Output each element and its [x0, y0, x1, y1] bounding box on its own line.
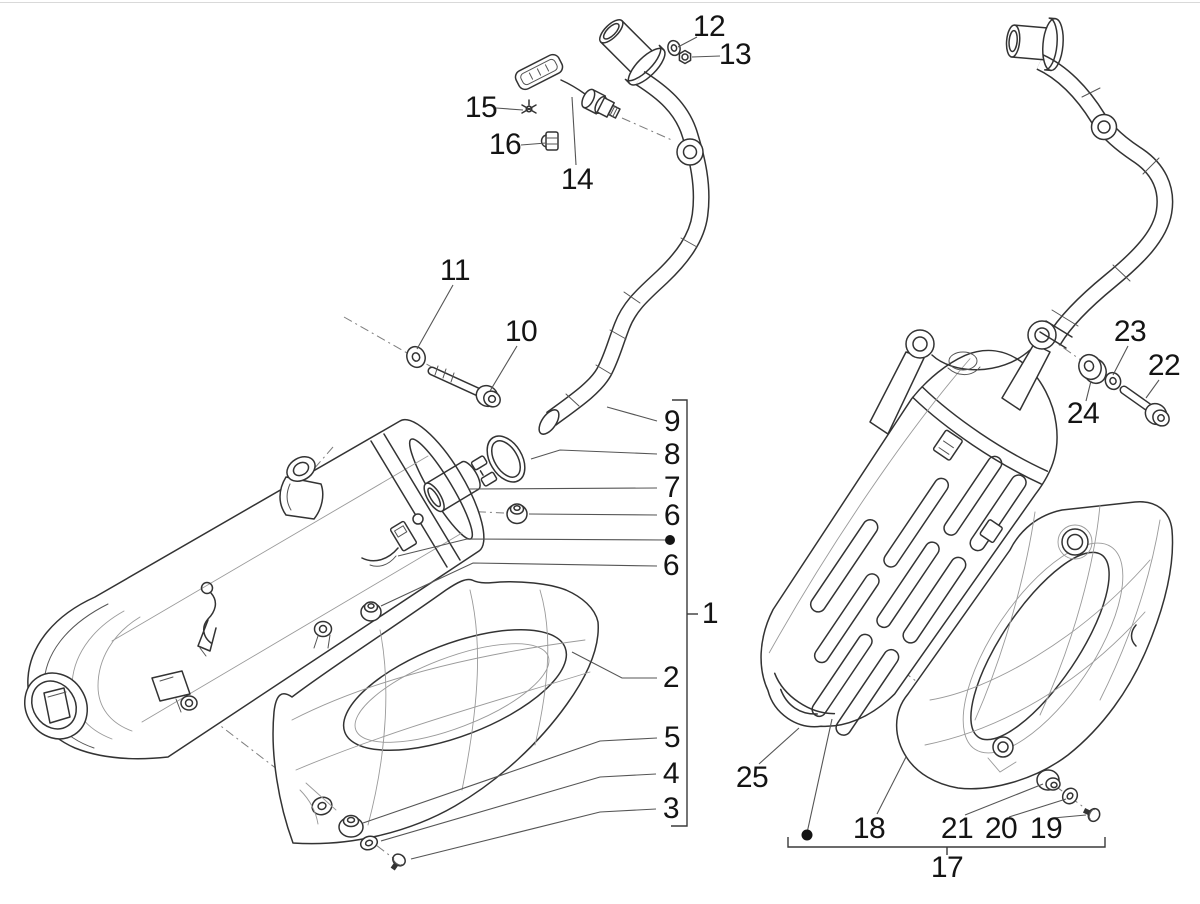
- oxygen-sensor: [514, 53, 621, 119]
- callout-5: 5: [663, 721, 681, 754]
- pipe-inlet-flange: [598, 18, 666, 86]
- cover-grommet: [1036, 769, 1061, 791]
- callout-15: 15: [464, 91, 498, 124]
- silencer-mount-arms: [869, 309, 1079, 435]
- sensor-cable-clamp: [540, 131, 559, 151]
- callout-11: 11: [439, 254, 471, 287]
- silencer-front-bracket: [279, 456, 324, 520]
- shield-screw: [390, 853, 406, 871]
- mount-bolt: [1119, 385, 1170, 427]
- flange-nut: [678, 49, 692, 65]
- sensor-cable-clip: [521, 99, 537, 114]
- callout-19: 19: [1029, 812, 1063, 845]
- cover-washer: [1061, 787, 1079, 805]
- gasket-sleeve: [423, 460, 481, 513]
- shield-washer: [359, 835, 379, 851]
- callout-13: 13: [718, 38, 752, 71]
- callout-7: 7: [663, 471, 681, 504]
- callout-bracket-group-17: [787, 837, 1106, 855]
- mount-washer: [406, 345, 426, 369]
- screenshot-edge: [0, 2, 1200, 3]
- shield-clip: [932, 429, 963, 461]
- pipe-clamp: [470, 435, 526, 487]
- silencer-outlet: [24, 672, 88, 740]
- callout-25: 25: [735, 761, 769, 794]
- heat-shield-louvers: [809, 455, 1027, 736]
- silencer-body: [24, 418, 485, 760]
- heat-shield: [272, 578, 599, 845]
- sensor-boss: [676, 138, 704, 166]
- callout-21: 21: [940, 812, 974, 845]
- callout-14: 14: [560, 163, 594, 196]
- callout-20: 20: [984, 812, 1018, 845]
- callout-10: 10: [504, 315, 538, 348]
- callout-1: 1: [701, 597, 719, 630]
- clamp-bolt: [427, 365, 501, 408]
- callout-6: 6: [663, 499, 681, 532]
- callout-18: 18: [852, 812, 886, 845]
- callout-9: 9: [663, 405, 681, 438]
- callout-22: 22: [1147, 349, 1181, 382]
- shield-grommet: [338, 814, 364, 838]
- callout-8: 8: [663, 438, 681, 471]
- assembled-exhaust-pipe: [1005, 17, 1174, 345]
- mount-bushing: [1078, 353, 1107, 385]
- callout-12: 12: [692, 10, 726, 43]
- silencer-side-lug: [313, 620, 333, 649]
- callout-2: 2: [662, 661, 680, 694]
- callout-4: 4: [662, 757, 680, 790]
- reference-dots: [665, 535, 813, 841]
- sensor-boss: [1090, 113, 1118, 141]
- pipe-inlet-flange: [1005, 17, 1064, 72]
- rubber-grommet: [506, 503, 528, 525]
- silencer-strap: [361, 433, 461, 568]
- silencer-bottom-bracket: [151, 670, 198, 713]
- exhaust-pipe: [538, 70, 710, 435]
- callout-3: 3: [662, 792, 680, 825]
- spring-hook: [197, 581, 217, 657]
- callout-bracket-group-1: [671, 399, 698, 827]
- callout-17: 17: [930, 851, 964, 884]
- shield-clip: [979, 519, 1003, 544]
- assembled-silencer: [760, 349, 1058, 736]
- mount-washer: [1104, 371, 1122, 391]
- silencer-cover: [895, 501, 1174, 790]
- callout-24: 24: [1066, 397, 1100, 430]
- leader-lines: [362, 36, 1160, 860]
- cover-screw: [1082, 807, 1101, 823]
- callout-6: 6: [662, 549, 680, 582]
- rubber-grommet: [360, 601, 382, 622]
- callout-16: 16: [488, 128, 522, 161]
- callout-23: 23: [1113, 315, 1147, 348]
